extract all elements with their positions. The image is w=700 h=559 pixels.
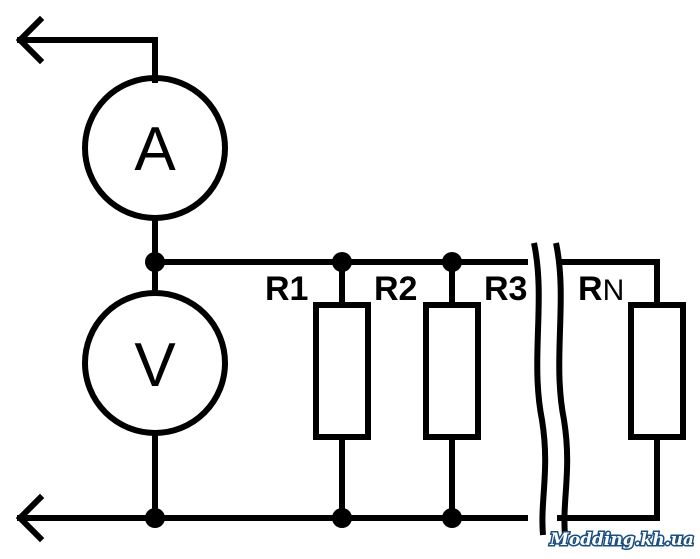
junction-dot xyxy=(145,508,165,528)
resistor-label-r3: R3 xyxy=(484,270,527,308)
break-marks xyxy=(531,242,571,536)
resistor-label-rn: RN xyxy=(578,270,624,308)
watermark: Modding.kh.ua xyxy=(549,530,694,550)
junction-dot xyxy=(332,252,352,272)
ammeter: A xyxy=(82,75,228,221)
junction-dot xyxy=(442,252,462,272)
resistor-label-r1: R1 xyxy=(265,270,308,308)
resistor-r1 xyxy=(313,259,371,521)
top-input-arrow xyxy=(15,15,158,83)
junction-dot xyxy=(145,252,165,272)
voltmeter-label: V xyxy=(134,331,176,400)
junction-dots xyxy=(145,252,462,528)
resistor-rn xyxy=(628,259,686,521)
junction-dot xyxy=(442,508,462,528)
junction-dot xyxy=(332,508,352,528)
resistor-r2 xyxy=(423,259,481,521)
ammeter-label: A xyxy=(134,115,176,184)
bottom-return-arrow xyxy=(15,493,528,543)
resistor-label-r2: R2 xyxy=(374,270,417,308)
voltmeter: V xyxy=(82,290,228,436)
